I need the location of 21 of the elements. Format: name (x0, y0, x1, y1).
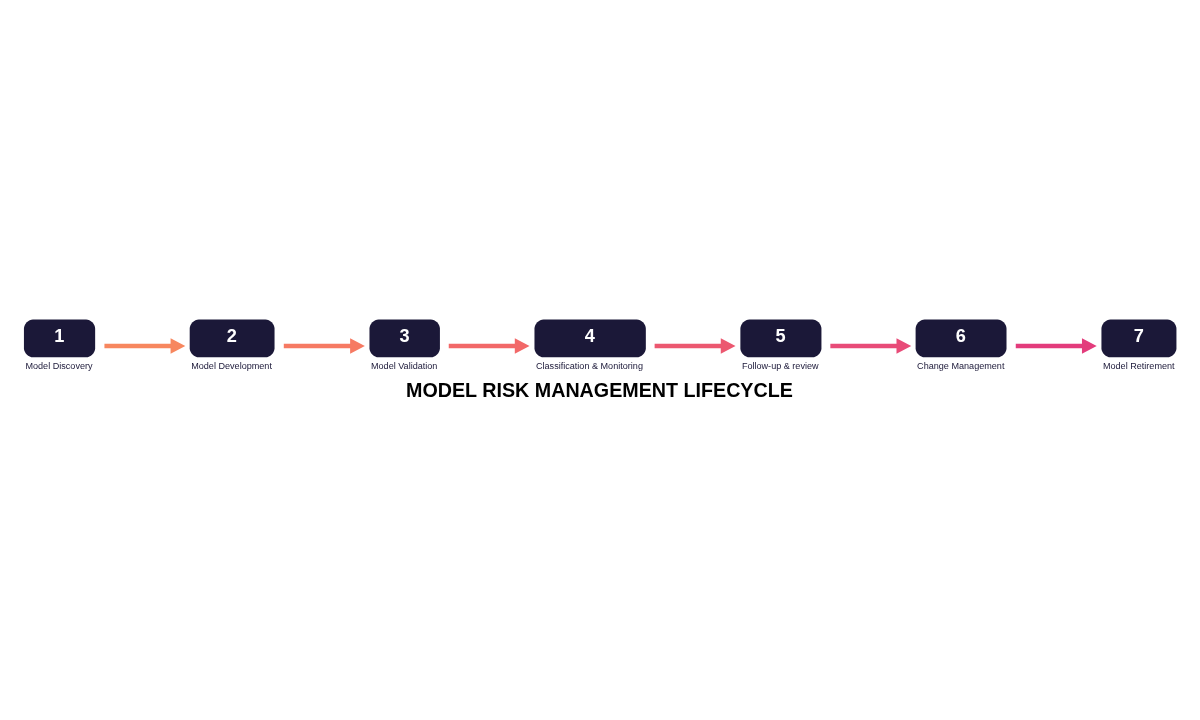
arrow (1015, 338, 1097, 354)
arrow (448, 338, 530, 354)
arrow (654, 338, 736, 354)
node-box: 7 (1101, 319, 1177, 358)
diagram-title: MODEL RISK MANAGEMENT LIFECYCLE (406, 378, 793, 401)
node-box: 1 (23, 319, 96, 358)
node-label: Model Validation (370, 361, 438, 372)
node-label: Model Discovery (25, 361, 93, 372)
node-box: 6 (915, 319, 1007, 358)
arrow (283, 338, 365, 354)
node-label: Classification & Monitoring (535, 361, 643, 372)
arrow (830, 338, 912, 354)
node-label: Follow-up & review (741, 361, 819, 372)
node-label: Change Management (917, 361, 1005, 372)
node-box: 4 (534, 319, 646, 358)
node-box: 3 (369, 319, 440, 358)
node-label: Model Development (191, 361, 272, 372)
arrow (104, 338, 186, 354)
node-box: 2 (189, 319, 275, 358)
node-label: Model Retirement (1102, 361, 1175, 372)
node-box: 5 (740, 319, 822, 358)
